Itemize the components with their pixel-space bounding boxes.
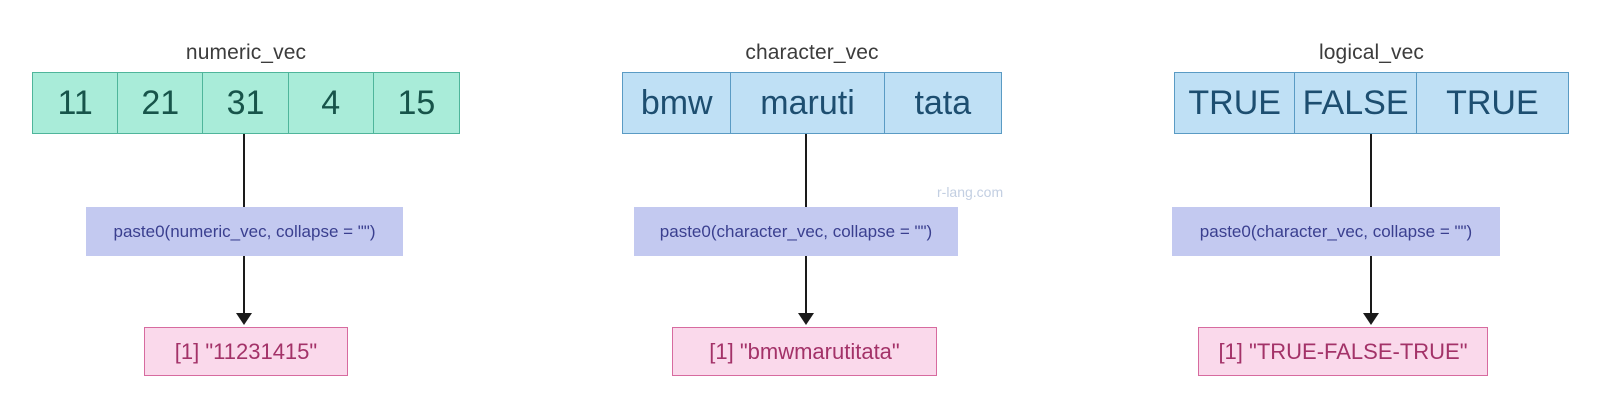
output-box-logical: [1] "TRUE-FALSE-TRUE" xyxy=(1198,327,1488,376)
vector-table-character: bmw maruti tata xyxy=(622,72,1002,134)
vector-cell: tata xyxy=(914,84,972,122)
function-box-logical: paste0(character_vec, collapse = "") xyxy=(1172,207,1500,256)
vector-cell: 31 xyxy=(203,73,289,133)
column-title-character: character_vec xyxy=(745,41,879,64)
arrow-logical-to-output xyxy=(1370,256,1372,314)
function-box-character: paste0(character_vec, collapse = "") xyxy=(634,207,958,256)
vector-table-logical: TRUE FALSE TRUE xyxy=(1174,72,1569,134)
vector-cell: 11 xyxy=(33,73,119,133)
arrow-numeric-to-output xyxy=(243,256,245,314)
vector-cell: FALSE xyxy=(1295,73,1417,133)
vector-cell: bmw xyxy=(623,73,732,133)
connector-line-logical-to-function xyxy=(1370,134,1372,208)
watermark: r-lang.com xyxy=(937,184,1004,200)
column-title-numeric: numeric_vec xyxy=(185,41,307,64)
connector-line-character-to-function xyxy=(805,134,807,208)
column-title-logical: logical_vec xyxy=(1319,41,1424,64)
vector-cell: 4 xyxy=(289,73,374,133)
vector-cell: 15 xyxy=(397,84,436,122)
vector-cell: TRUE xyxy=(1175,73,1296,133)
connector-line-numeric-to-function xyxy=(243,134,245,208)
output-box-numeric: [1] "11231415" xyxy=(144,327,348,376)
arrow-character-to-output xyxy=(805,256,807,314)
output-box-character: [1] "bmwmarutitata" xyxy=(672,327,937,376)
function-box-numeric: paste0(numeric_vec, collapse = "") xyxy=(86,207,403,256)
vector-table-numeric: 11 21 31 4 15 xyxy=(32,72,460,134)
vector-cell: TRUE xyxy=(1446,84,1539,122)
vector-cell: 21 xyxy=(118,73,204,133)
vector-cell: maruti xyxy=(731,73,885,133)
